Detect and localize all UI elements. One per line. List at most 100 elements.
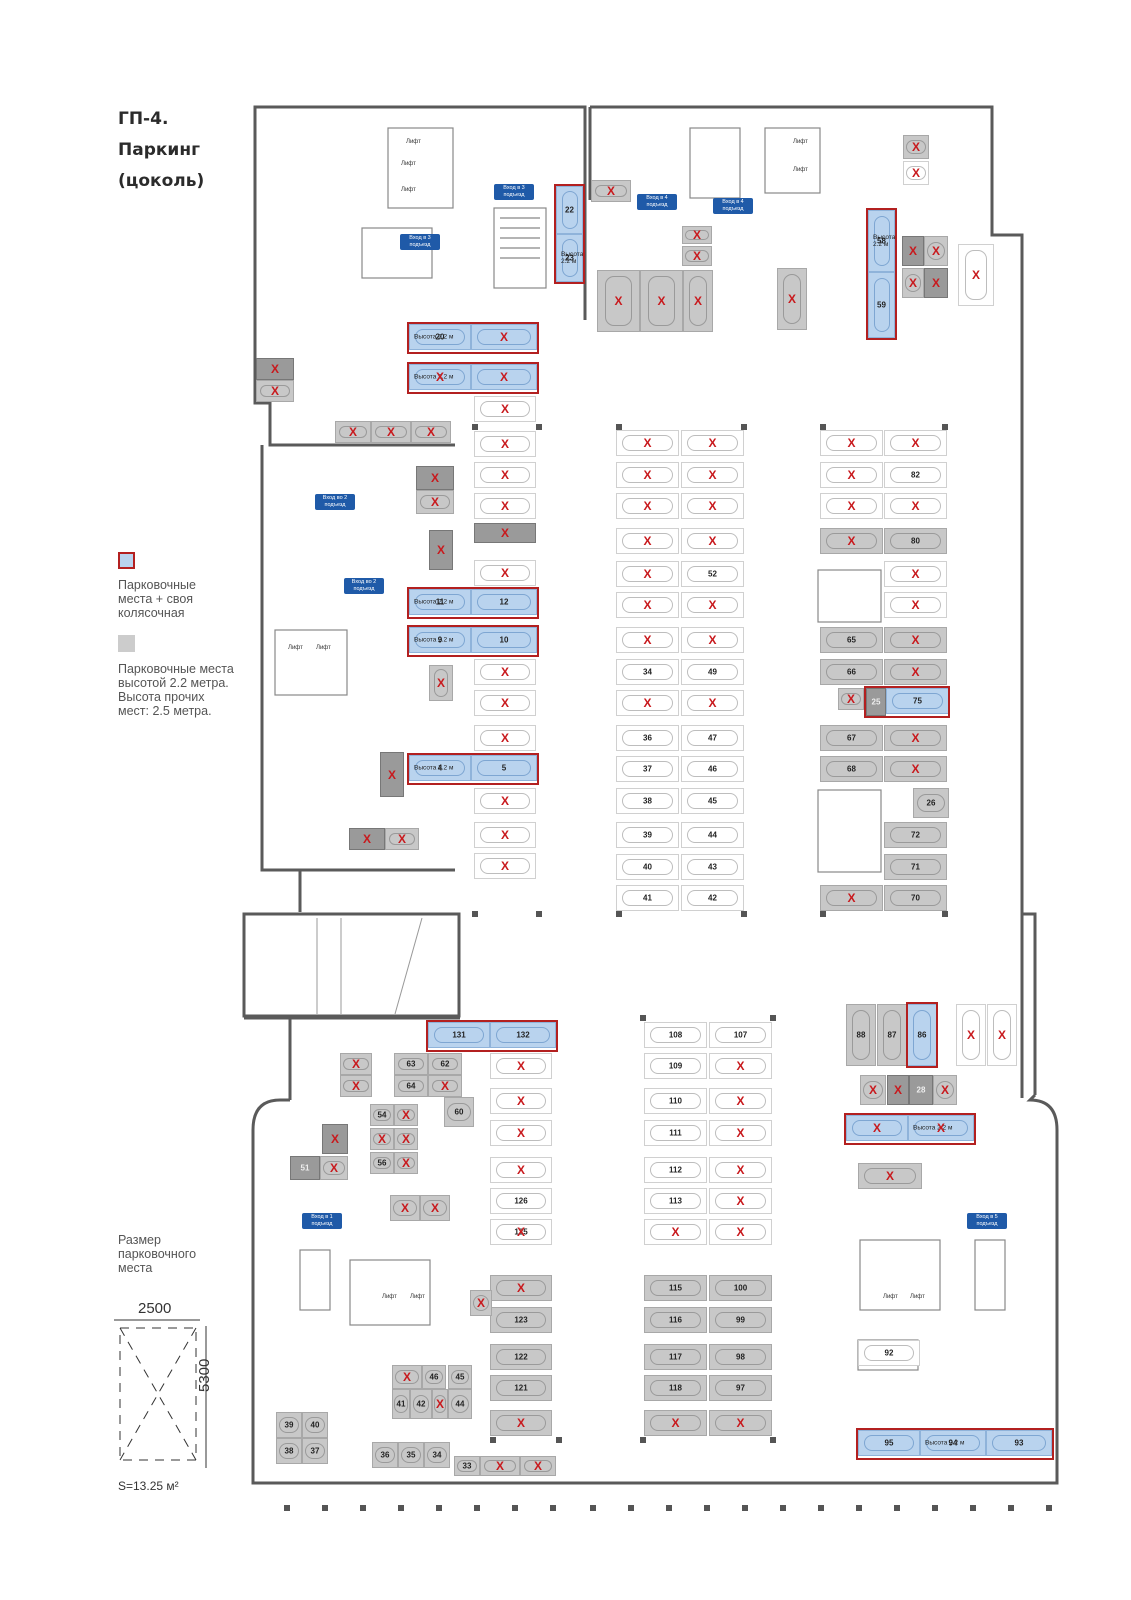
parking-space[interactable]: X	[682, 246, 712, 266]
parking-space[interactable]: X	[681, 462, 744, 488]
parking-space[interactable]: X	[474, 560, 536, 586]
parking-space[interactable]: 92	[858, 1340, 920, 1366]
parking-space[interactable]: 122	[490, 1344, 552, 1370]
parking-space[interactable]: 40	[616, 854, 679, 880]
parking-space[interactable]: 35	[398, 1442, 424, 1468]
entrance-2-badge[interactable]: Вход во 2 подъезд	[315, 494, 355, 510]
parking-space[interactable]: 72	[884, 822, 947, 848]
parking-space[interactable]: X	[884, 430, 947, 456]
parking-space[interactable]: X	[371, 421, 411, 443]
parking-space[interactable]: X	[256, 380, 294, 402]
parking-space[interactable]: X	[256, 358, 294, 380]
parking-space[interactable]: X	[681, 493, 744, 519]
parking-space[interactable]: X	[591, 180, 631, 202]
parking-space[interactable]: X	[616, 592, 679, 618]
parking-space[interactable]: 121	[490, 1375, 552, 1401]
parking-space[interactable]: 47	[681, 725, 744, 751]
parking-space[interactable]: X	[474, 431, 536, 457]
parking-space[interactable]: X	[933, 1075, 957, 1105]
parking-space[interactable]: X	[474, 523, 536, 543]
parking-space[interactable]: X	[902, 268, 924, 298]
parking-space[interactable]: X	[682, 226, 712, 244]
parking-space[interactable]: X	[474, 462, 536, 488]
parking-space[interactable]: 100	[709, 1275, 772, 1301]
parking-space[interactable]: X	[474, 853, 536, 879]
parking-space[interactable]: 39	[616, 822, 679, 848]
parking-space[interactable]: 62	[428, 1053, 462, 1075]
entrance-3-badge[interactable]: Вход в 3 подъезд	[400, 234, 440, 250]
parking-space[interactable]: 45	[448, 1365, 472, 1389]
parking-space[interactable]: X	[616, 690, 679, 716]
parking-space[interactable]: X	[616, 561, 679, 587]
parking-space[interactable]: X	[474, 788, 536, 814]
parking-space[interactable]: 68	[820, 756, 883, 782]
parking-space[interactable]: X	[884, 493, 947, 519]
parking-space[interactable]: X	[887, 1075, 909, 1105]
parking-space[interactable]: 49	[681, 659, 744, 685]
parking-space[interactable]: X	[490, 1120, 552, 1146]
parking-space[interactable]: 60	[444, 1097, 474, 1127]
parking-space[interactable]: 36	[372, 1442, 398, 1468]
parking-space[interactable]: X	[681, 592, 744, 618]
parking-space[interactable]: 99	[709, 1307, 772, 1333]
parking-space[interactable]: X	[709, 1053, 772, 1079]
parking-space[interactable]: X	[420, 1195, 450, 1221]
parking-space[interactable]: 45	[681, 788, 744, 814]
parking-space[interactable]: 25	[866, 688, 886, 716]
parking-space[interactable]: 5	[471, 755, 537, 781]
parking-space[interactable]: X	[644, 1410, 707, 1436]
parking-space[interactable]: X	[683, 270, 713, 332]
parking-space[interactable]: X	[884, 659, 947, 685]
parking-space[interactable]: X	[681, 430, 744, 456]
entrance-2-badge[interactable]: Вход во 2 подъезд	[344, 578, 384, 594]
entrance-4-badge[interactable]: Вход в 4 подъезд	[637, 194, 677, 210]
parking-space[interactable]: X	[411, 421, 451, 443]
parking-space[interactable]: 37	[616, 756, 679, 782]
parking-space[interactable]: 37	[302, 1438, 328, 1464]
parking-space[interactable]: X	[884, 561, 947, 587]
parking-space[interactable]: 34	[616, 659, 679, 685]
parking-space[interactable]: X	[820, 493, 883, 519]
parking-space[interactable]: X	[709, 1188, 772, 1214]
parking-space[interactable]: 112	[644, 1157, 707, 1183]
parking-space[interactable]: X	[987, 1004, 1017, 1066]
parking-space[interactable]: X	[681, 690, 744, 716]
parking-space[interactable]: X	[709, 1088, 772, 1114]
parking-space[interactable]: X	[838, 688, 864, 710]
parking-space[interactable]: X	[385, 828, 419, 850]
parking-space[interactable]: 41	[392, 1389, 410, 1419]
parking-space[interactable]: X	[474, 493, 536, 519]
parking-space[interactable]: X	[390, 1195, 420, 1221]
parking-space[interactable]: X	[394, 1152, 418, 1174]
parking-space[interactable]: X	[681, 528, 744, 554]
parking-space[interactable]: 118	[644, 1375, 707, 1401]
parking-space[interactable]: 44	[448, 1389, 472, 1419]
parking-space[interactable]: X	[924, 268, 948, 298]
parking-space[interactable]: 98	[709, 1344, 772, 1370]
parking-space[interactable]: X	[490, 1053, 552, 1079]
parking-space[interactable]: X	[474, 690, 536, 716]
parking-space[interactable]: 46	[681, 756, 744, 782]
parking-space[interactable]: X	[884, 627, 947, 653]
parking-space[interactable]: 52	[681, 561, 744, 587]
parking-space[interactable]: X	[709, 1120, 772, 1146]
parking-space[interactable]: 42	[410, 1389, 432, 1419]
parking-space[interactable]: X	[432, 1389, 448, 1419]
parking-space[interactable]: 46	[422, 1365, 446, 1389]
parking-space[interactable]: 115	[644, 1275, 707, 1301]
parking-space[interactable]: 59	[868, 272, 895, 338]
parking-space[interactable]: X	[860, 1075, 886, 1105]
parking-space[interactable]: X	[616, 462, 679, 488]
parking-space[interactable]: X	[903, 135, 929, 159]
parking-space[interactable]: X	[429, 665, 453, 701]
parking-space[interactable]: 40	[302, 1412, 328, 1438]
parking-space[interactable]: X	[340, 1075, 372, 1097]
